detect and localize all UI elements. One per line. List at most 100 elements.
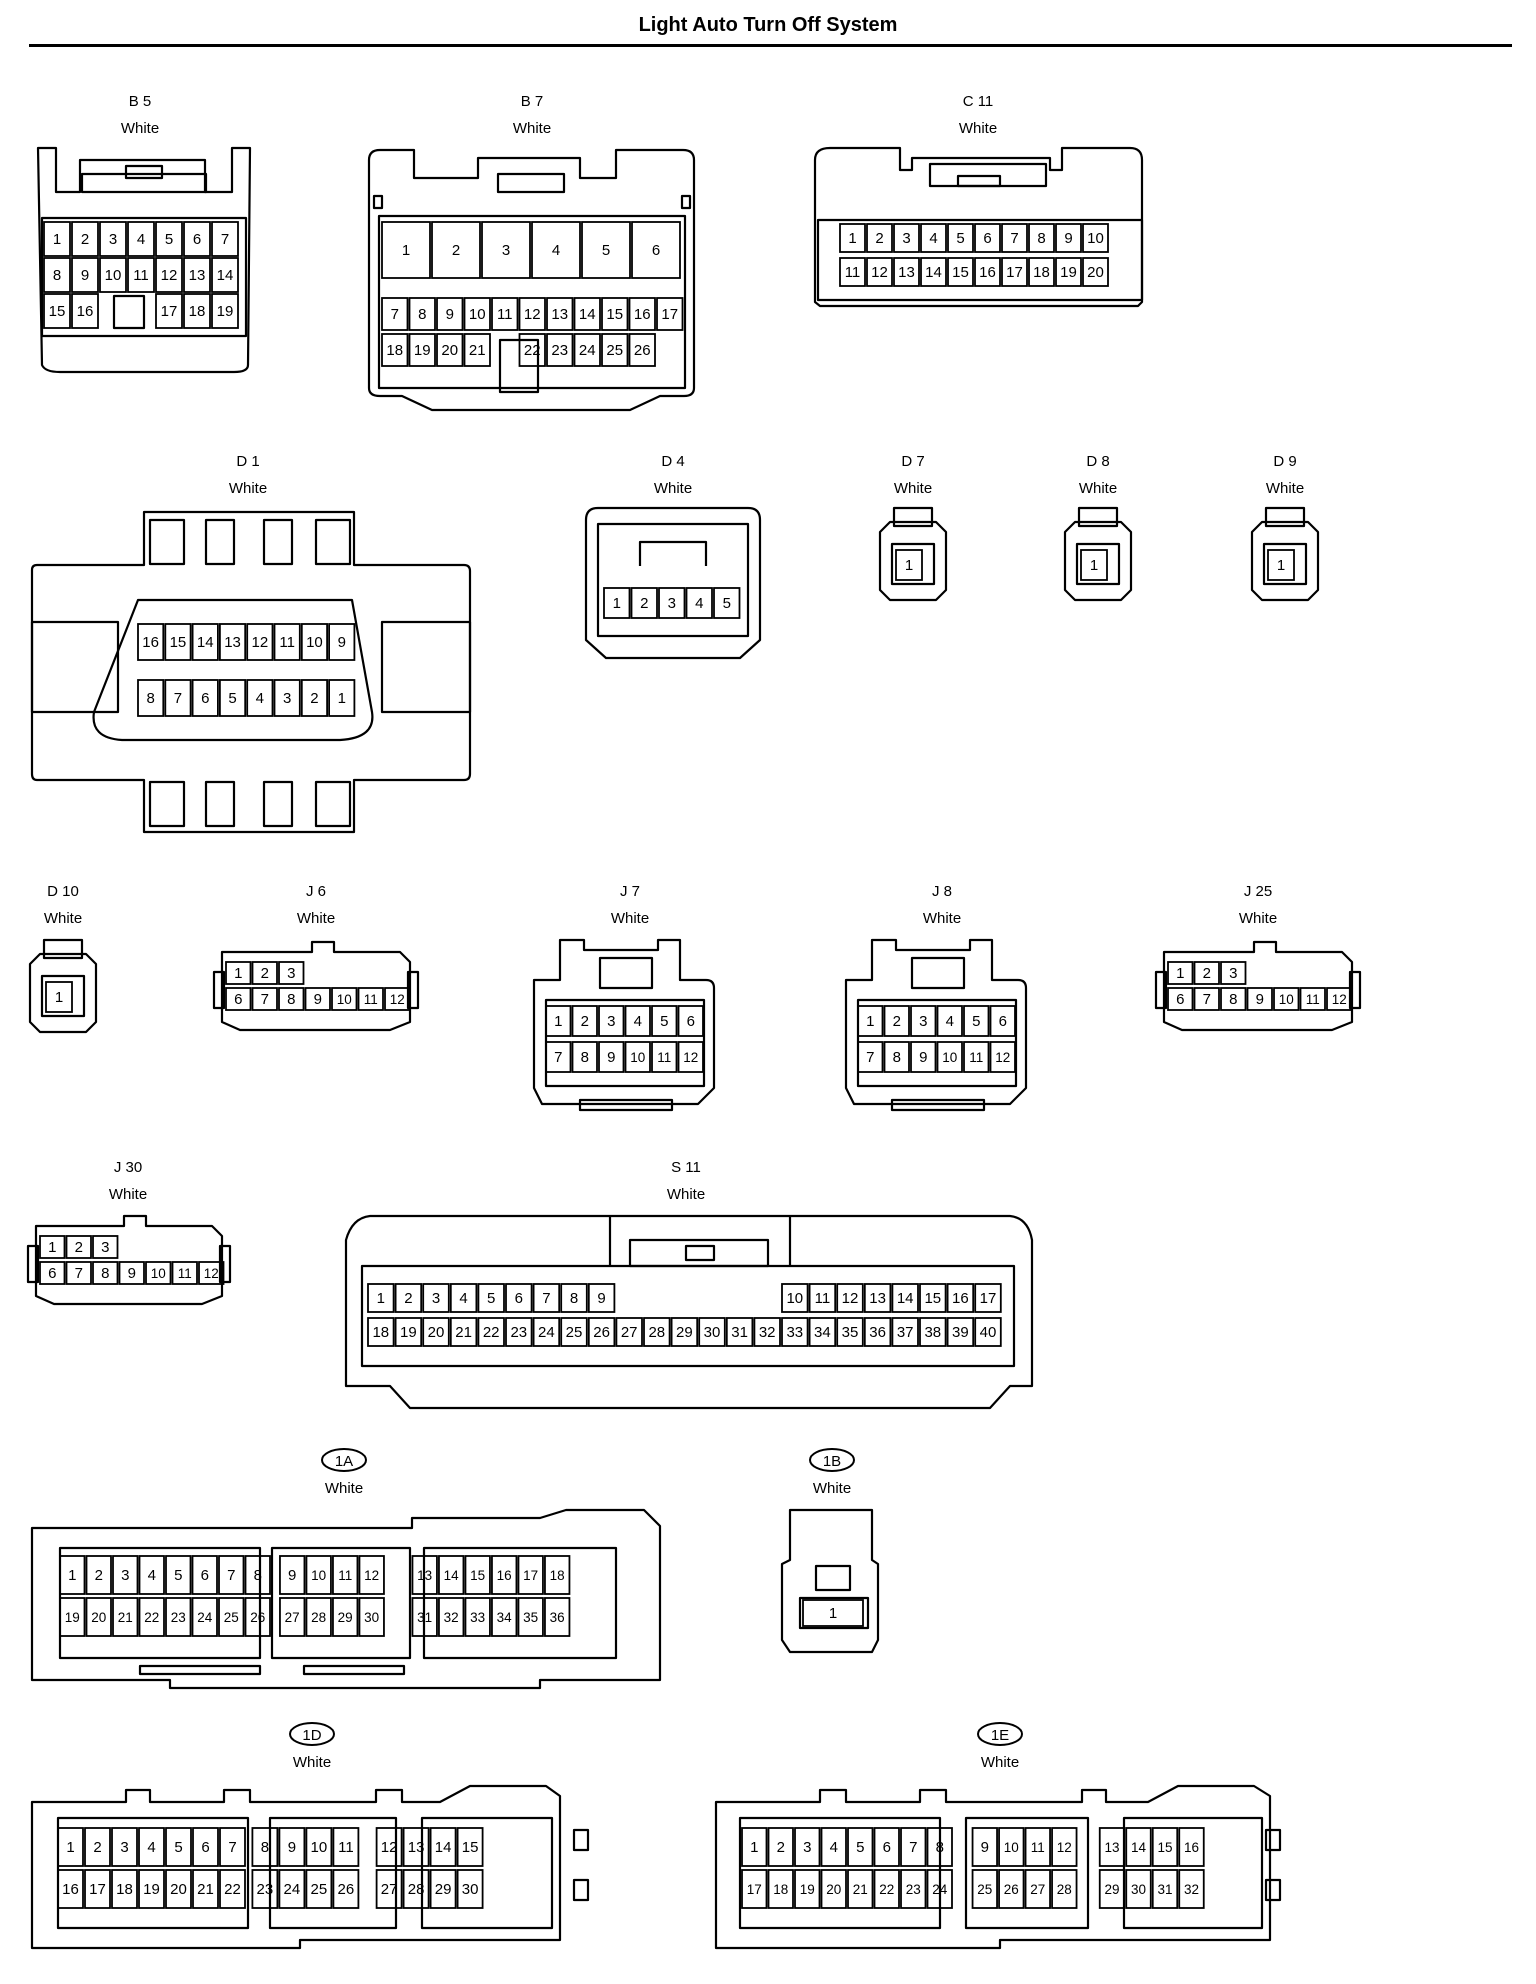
pin-cell — [971, 1869, 998, 1909]
pin-number: 9 — [919, 1049, 927, 1066]
pin-number: 8 — [570, 1290, 578, 1307]
pin-cell — [946, 1283, 975, 1313]
pin-cell — [891, 1317, 919, 1347]
pin-number: 4 — [147, 1839, 155, 1856]
pin-cell — [111, 1869, 138, 1909]
pin-number: 12 — [252, 634, 269, 651]
pin-cell — [278, 1869, 306, 1909]
pin-cell — [183, 293, 211, 329]
pin-cell — [698, 1317, 726, 1347]
pin-cell — [198, 1261, 225, 1285]
pin-number: 1 — [1277, 557, 1285, 574]
pin-number: 6 — [1176, 991, 1184, 1008]
pin-number: 12 — [1057, 1840, 1072, 1855]
pin-cell — [624, 1041, 651, 1073]
pin-cell — [251, 961, 278, 985]
pin-cell — [192, 1827, 219, 1867]
pin-number: 7 — [542, 1290, 550, 1307]
pin-number: 5 — [174, 1839, 182, 1856]
connector-1a-id-oval — [321, 1448, 367, 1472]
pin-cell — [367, 1283, 395, 1313]
pin-number: 32 — [759, 1324, 776, 1341]
pin-number: 8 — [893, 1049, 901, 1066]
pin-number: 15 — [49, 303, 66, 320]
pin-number: 25 — [566, 1324, 583, 1341]
pin-cell — [218, 1597, 245, 1637]
pin-cell — [517, 1597, 544, 1637]
pin-number: 24 — [284, 1881, 301, 1898]
pin-cell — [1125, 1827, 1152, 1867]
pin-cell — [449, 1317, 478, 1347]
pin-number: 17 — [747, 1882, 762, 1897]
pin-cell — [895, 549, 923, 581]
pin-number: 10 — [105, 267, 122, 284]
pin-number: 27 — [621, 1324, 638, 1341]
pin-number: 23 — [906, 1882, 921, 1897]
pin-number: 7 — [866, 1049, 874, 1066]
pin-cell — [464, 1555, 491, 1595]
pin-number: 17 — [980, 1290, 997, 1307]
pin-number: 11 — [1306, 992, 1320, 1007]
connector-c11-color: White — [959, 120, 997, 137]
connector-j30-housing — [26, 1214, 232, 1306]
pin-number: 39 — [952, 1324, 969, 1341]
pin-number: 20 — [428, 1324, 445, 1341]
pin-cell — [989, 1005, 1016, 1037]
connector-s11-id: S 11 — [671, 1159, 701, 1176]
pin-cell — [1167, 961, 1194, 985]
pin-cell — [112, 1597, 139, 1637]
pin-number: 11 — [178, 1266, 192, 1281]
pin-number: 28 — [1057, 1882, 1072, 1897]
pin-number: 26 — [1004, 1882, 1019, 1897]
pin-number: 26 — [634, 342, 651, 359]
pin-cell — [332, 1827, 360, 1867]
pin-number: 32 — [1184, 1882, 1199, 1897]
pin-number: 7 — [174, 690, 182, 707]
pin-cell — [1082, 257, 1109, 287]
pin-cell — [741, 1827, 768, 1867]
pin-number: 5 — [660, 1013, 668, 1030]
pin-cell — [518, 297, 546, 331]
pin-number: 20 — [826, 1882, 841, 1897]
connector-d9-id: D 9 — [1273, 453, 1296, 470]
pin-cell — [677, 1005, 704, 1037]
connector-1a-color: White — [325, 1480, 363, 1497]
pin-cell — [429, 1827, 457, 1867]
pin-number: 11 — [657, 1050, 671, 1065]
pin-number: 1 — [377, 1290, 385, 1307]
pin-cell — [155, 221, 183, 257]
pin-number: 3 — [902, 230, 910, 247]
pin-cell — [1055, 257, 1082, 287]
pin-number: 2 — [1203, 965, 1211, 982]
pin-cell — [273, 623, 301, 661]
pin-cell — [658, 587, 686, 619]
pin-cell — [394, 1283, 423, 1313]
pin-cell — [820, 1869, 847, 1909]
pin-number: 31 — [417, 1610, 432, 1625]
pin-cell — [171, 1261, 198, 1285]
pin-cell — [328, 623, 356, 661]
pin-cell — [43, 293, 71, 329]
pin-cell — [836, 1283, 864, 1313]
pin-cell — [218, 1555, 245, 1595]
pin-number: 16 — [497, 1568, 512, 1583]
pin-cell — [332, 1555, 359, 1595]
pin-number: 16 — [142, 634, 159, 651]
pin-cell — [244, 1597, 271, 1637]
pin-cell — [947, 257, 974, 287]
pin-cell — [767, 1827, 794, 1867]
connector-d7-housing — [878, 506, 948, 602]
pin-number: 4 — [552, 242, 560, 259]
pin-number: 17 — [661, 306, 678, 323]
connector-1d-id-oval — [289, 1722, 335, 1746]
pin-number: 30 — [364, 1610, 379, 1625]
connector-d7-id: D 7 — [901, 453, 924, 470]
pin-number: 11 — [279, 634, 295, 651]
pin-number: 28 — [648, 1324, 665, 1341]
connector-1d-housing — [30, 1784, 590, 1950]
pin-cell — [358, 1597, 385, 1637]
pin-cell — [753, 1317, 781, 1347]
connector-d7-color: White — [894, 480, 932, 497]
